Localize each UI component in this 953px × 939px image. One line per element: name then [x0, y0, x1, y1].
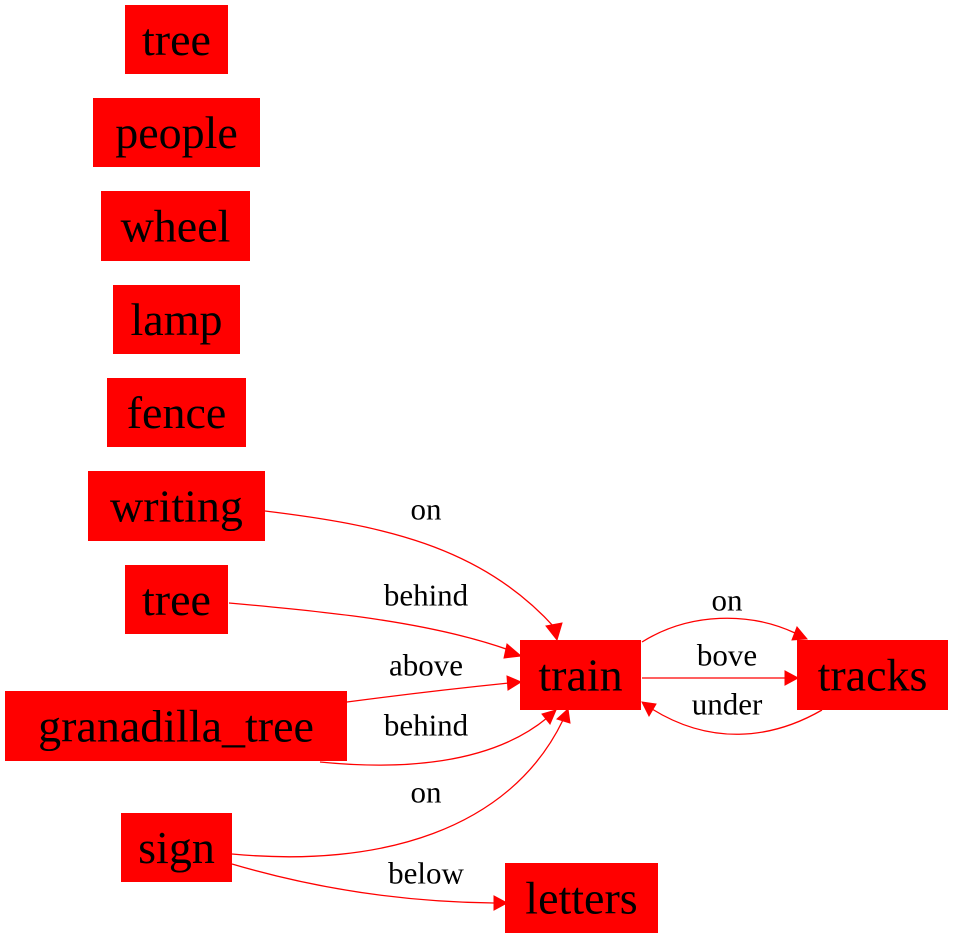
edge-line [264, 510, 556, 629]
edge-arrowhead [791, 626, 809, 641]
node-label: granadilla_tree [38, 701, 314, 752]
edge-tracks-train-under: under [641, 687, 823, 735]
edge-label: on [712, 583, 744, 618]
node-box [88, 471, 265, 541]
node-label: lamp [131, 294, 223, 345]
edge-line [231, 863, 495, 904]
edge-train-tracks-bove: bove [642, 638, 800, 686]
node-people: people [93, 98, 260, 167]
edge-arrowhead [556, 707, 571, 724]
node-label: fence [127, 387, 227, 438]
edge-writing-train-on: on [264, 492, 563, 642]
node-box [125, 565, 228, 634]
node-box [113, 285, 240, 354]
node-letters: letters [505, 863, 658, 933]
node-train: train [520, 640, 641, 710]
node-box [505, 863, 658, 933]
edge-label: on [411, 775, 443, 810]
node-wheel: wheel [101, 191, 250, 261]
node-label: tree [142, 574, 211, 625]
node-fence: fence [107, 378, 246, 447]
edge-sign-letters-below: below [231, 856, 509, 911]
node-label: sign [138, 822, 215, 873]
node-label: letters [525, 873, 637, 924]
node-label: tree [142, 14, 211, 65]
edge-line [651, 708, 823, 735]
edge-arrowhead [503, 643, 523, 659]
nodes-layer: tree people wheel lamp fence writing tre… [5, 5, 948, 933]
edge-label: below [388, 856, 464, 891]
edge-label: above [389, 648, 463, 683]
edge-sign-train-on: on [231, 707, 571, 858]
edge-label: behind [384, 708, 469, 743]
node-lamp: lamp [113, 285, 240, 354]
edge-label: under [692, 687, 763, 722]
edge-label: bove [697, 638, 757, 673]
node-label: train [538, 650, 622, 701]
edge-train-tracks-on: on [641, 583, 809, 643]
node-box [107, 378, 246, 447]
edge-label: on [411, 492, 443, 527]
edge-line [346, 682, 510, 703]
node-granadilla-tree: granadilla_tree [5, 691, 347, 761]
node-tracks: tracks [797, 640, 948, 710]
node-sign: sign [121, 813, 232, 882]
edge-label: behind [384, 578, 469, 613]
edges-layer: on behind above behind on [228, 492, 823, 911]
edge-arrowhead [545, 622, 563, 642]
edge-tree-train-behind: behind [228, 578, 523, 659]
edge-line [231, 719, 564, 858]
node-label: writing [110, 481, 243, 532]
edge-line [228, 602, 510, 651]
node-box [121, 813, 232, 882]
node-tree-1: tree [125, 5, 228, 74]
node-label: people [115, 107, 238, 158]
node-box [101, 191, 250, 261]
edge-arrowhead [784, 670, 800, 686]
node-box [797, 640, 948, 710]
node-label: tracks [818, 650, 928, 701]
edge-granadilla-train-behind: behind [319, 708, 557, 766]
node-box [93, 98, 260, 167]
edge-arrowhead [506, 675, 523, 691]
edge-line [641, 617, 796, 643]
edge-arrowhead [541, 709, 557, 725]
node-box [520, 640, 641, 710]
node-box [125, 5, 228, 74]
edge-granadilla-train-above: above [346, 648, 523, 703]
node-tree-2: tree [125, 565, 228, 634]
node-label: wheel [121, 201, 231, 252]
edge-arrowhead [641, 701, 657, 718]
node-writing: writing [88, 471, 265, 541]
edge-arrowhead [493, 895, 509, 911]
node-box [5, 691, 347, 761]
edge-line [319, 717, 548, 766]
